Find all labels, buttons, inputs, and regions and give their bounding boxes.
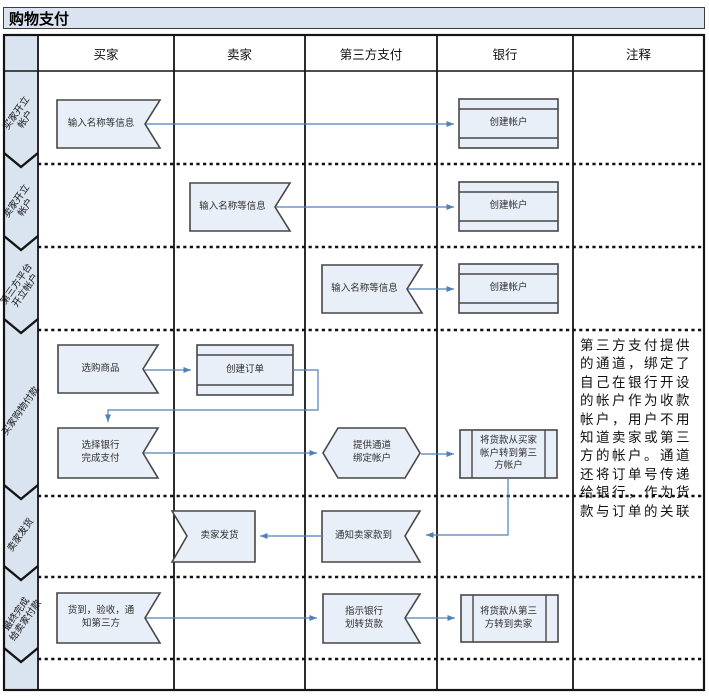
node-third-party-notify-seller-label: 通知卖家款到 xyxy=(334,531,392,542)
edge-bank-transfer-to-notify-seller xyxy=(426,478,509,538)
node-bank-create-account-1 xyxy=(458,98,559,149)
column-header-third-party: 第三方支付 xyxy=(339,47,403,62)
column-header-bank: 银行 xyxy=(492,47,518,62)
chevron-down-icon xyxy=(3,318,39,335)
node-buyer-input-info xyxy=(56,99,162,149)
annotation-text: 第三方支付提供的通道，绑定了自己在银行开设的帐户作为收款帐户，用户不用知道卖家或… xyxy=(580,338,692,519)
node-bank-create-account-1-label: 创建帐户 xyxy=(489,118,528,129)
connectors xyxy=(105,121,509,621)
node-bank-create-account-2 xyxy=(458,181,559,232)
node-buyer-goods-arrived-label: 货到，验收，通 知第三方 xyxy=(67,606,135,629)
node-bank-create-account-2-label: 创建帐户 xyxy=(489,201,528,212)
diagram-title-bar: 购物支付 xyxy=(3,7,705,29)
chevron-down-icon xyxy=(3,647,39,664)
node-bank-transfer-third-to-seller-label: 将货款从第三 方转到卖家 xyxy=(479,606,537,630)
node-bank-transfer-buyer-to-third xyxy=(459,429,558,479)
node-buyer-goods-arrived xyxy=(56,592,162,644)
chevron-down-icon xyxy=(3,152,39,169)
node-bank-create-account-3 xyxy=(458,263,559,314)
chevron-down-icon xyxy=(3,565,39,582)
table-border xyxy=(2,33,706,692)
chevron-down-icon xyxy=(3,235,39,252)
node-seller-create-order xyxy=(196,344,294,396)
node-seller-input-info-label: 输入名称等信息 xyxy=(199,201,266,212)
node-third-party-input-info xyxy=(321,264,424,314)
row-separators xyxy=(38,162,704,661)
edge-create-order-to-select-bank xyxy=(105,369,319,422)
nodes xyxy=(56,98,559,644)
node-bank-create-account-3-label: 创建帐户 xyxy=(489,283,528,294)
column-header-notes: 注释 xyxy=(625,47,651,62)
node-third-party-instruct-bank-label: 指示银行 划转货款 xyxy=(344,606,383,630)
node-buyer-input-info-label: 输入名称等信息 xyxy=(67,118,135,129)
node-bank-transfer-third-to-seller xyxy=(460,594,559,643)
node-buyer-select-goods xyxy=(57,344,160,394)
node-seller-input-info xyxy=(189,182,292,232)
node-third-party-provide-channel-label: 提供通道 绑定帐户 xyxy=(352,441,391,464)
node-seller-ship-goods-label: 卖家发货 xyxy=(200,531,239,542)
node-seller-create-order-label: 创建订单 xyxy=(225,364,264,375)
node-bank-transfer-buyer-to-third-label: 将货款从买家 帐户转到第三 方帐户 xyxy=(479,436,537,472)
node-third-party-notify-seller xyxy=(321,510,422,563)
column-header-buyer: 买家 xyxy=(93,47,119,62)
node-buyer-select-bank-pay-label: 选择银行 完成支付 xyxy=(81,441,120,464)
phase-chevrons xyxy=(3,152,39,664)
node-buyer-select-bank-pay xyxy=(57,427,160,479)
node-third-party-provide-channel xyxy=(322,427,421,479)
node-buyer-select-goods-label: 选购商品 xyxy=(81,363,120,374)
diagram-title: 购物支付 xyxy=(9,11,70,28)
node-third-party-instruct-bank xyxy=(322,593,422,644)
node-seller-ship-goods xyxy=(170,510,256,563)
column-header-seller: 卖家 xyxy=(226,47,252,62)
chevron-down-icon xyxy=(3,484,39,501)
node-third-party-input-info-label: 输入名称等信息 xyxy=(331,283,398,294)
swimlane-grid xyxy=(2,33,706,692)
